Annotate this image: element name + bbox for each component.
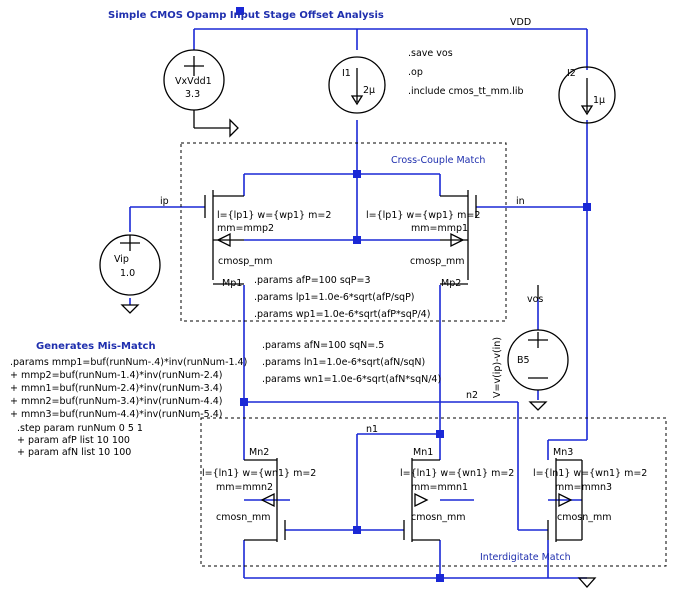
mn3-mm: mm=mmn3 [555,482,612,493]
mn1-model: cmosn_mm [411,512,466,523]
mn3-geometry: l={ln1} w={wn1} m=2 [533,468,647,479]
mp2-mm: mm=mmp1 [411,223,468,234]
mn1-transistor[interactable] [403,458,440,542]
mn2-model: cmosn_mm [216,512,271,523]
b5-source[interactable] [507,285,569,411]
vip-name: Vip [114,254,129,265]
junction [436,430,444,438]
junction [240,398,248,406]
b5-expression: V=v(ip)-v(in) [492,337,503,398]
step-line[interactable]: + param afP list 10 100 [17,435,130,446]
mismatch-line[interactable]: + mmn3=buf(runNum-4.4)*inv(runNum-5.4) [10,409,223,420]
params-p-line[interactable]: .params wp1=1.0e-6*sqrt(afP*sqP/4) [254,309,430,320]
cross-couple-label: Cross-Couple Match [391,155,485,166]
n2-label: n2 [466,390,478,401]
mn3-name: Mn3 [553,447,573,458]
wires [129,28,588,579]
b5-name: B5 [517,355,530,366]
vxvdd1-source[interactable] [163,49,239,138]
ip-label: ip [160,196,169,207]
mp1-model: cmosp_mm [218,256,273,267]
junction [236,7,244,15]
mn1-mm: mm=mmn1 [411,482,468,493]
n1-label: n1 [366,424,378,435]
mn3-model: cmosn_mm [557,512,612,523]
mp2-transistor[interactable] [440,190,477,285]
vxvdd1-name: VxVdd1 [175,76,212,87]
step-line[interactable]: + param afN list 10 100 [17,447,131,458]
vos-label: vos [527,294,543,305]
step-line[interactable]: .step param runNum 0 5 1 [17,423,143,434]
mp1-transistor[interactable] [204,190,244,285]
directive-op[interactable]: .op [408,67,423,78]
mp2-geometry: l={lp1} w={wp1} m=2 [366,210,480,221]
interdigitate-box [200,417,667,567]
in-label: in [516,196,525,207]
mn1-name: Mn1 [413,447,433,458]
cross-couple-box [180,142,507,322]
junction [583,203,591,211]
mn2-name: Mn2 [249,447,269,458]
junction [353,236,361,244]
i2-name: I2 [567,68,576,79]
i1-name: I1 [342,68,351,79]
params-n-line[interactable]: .params wn1=1.0e-6*sqrt(afN*sqN/4) [262,374,441,385]
diagram-title: Simple CMOS Opamp Input Stage Offset Ana… [108,10,384,21]
params-p-line[interactable]: .params afP=100 sqP=3 [254,275,371,286]
mismatch-line[interactable]: .params mmp1=buf(runNum-.4)*inv(runNum-1… [10,357,247,368]
mismatch-line[interactable]: + mmn2=buf(runNum-3.4)*inv(runNum-4.4) [10,396,223,407]
directive-save[interactable]: .save vos [408,48,453,59]
junction [436,574,444,582]
junction [353,170,361,178]
junction [353,526,361,534]
mp2-model: cmosp_mm [410,256,465,267]
mn2-geometry: l={ln1} w={wn1} m=2 [202,468,316,479]
mp1-mm: mm=mmp2 [217,223,274,234]
i2-source[interactable] [558,66,616,124]
mn1-geometry: l={ln1} w={wn1} m=2 [400,468,514,479]
mismatch-title: Generates Mis-Match [36,341,156,352]
ground-icon [577,577,597,588]
junctions [236,7,591,582]
i1-source[interactable] [328,56,386,114]
mp2-name: Mp2 [441,278,461,289]
mp1-geometry: l={lp1} w={wp1} m=2 [217,210,331,221]
params-n-line[interactable]: .params ln1=1.0e-6*sqrt(afN/sqN) [262,357,425,368]
vip-source[interactable] [99,234,161,314]
vxvdd1-value: 3.3 [185,89,200,100]
i2-value: 1μ [593,95,605,106]
vdd-label: VDD [510,17,531,28]
params-n-line[interactable]: .params afN=100 sqN=.5 [262,340,384,351]
directive-include[interactable]: .include cmos_tt_mm.lib [408,86,523,97]
vip-value: 1.0 [120,268,135,279]
mn2-mm: mm=mmn2 [216,482,273,493]
i1-value: 2μ [363,85,375,96]
mn2-transistor[interactable] [244,458,286,542]
params-p-line[interactable]: .params lp1=1.0e-6*sqrt(afP/sqP) [254,292,415,303]
mismatch-line[interactable]: + mmp2=buf(runNum-1.4)*inv(runNum-2.4) [10,370,223,381]
mismatch-line[interactable]: + mmn1=buf(runNum-2.4)*inv(runNum-3.4) [10,383,223,394]
mn3-transistor[interactable] [547,458,583,542]
interdigitate-label: Interdigitate Match [480,552,571,563]
mp1-name: Mp1 [222,278,242,289]
